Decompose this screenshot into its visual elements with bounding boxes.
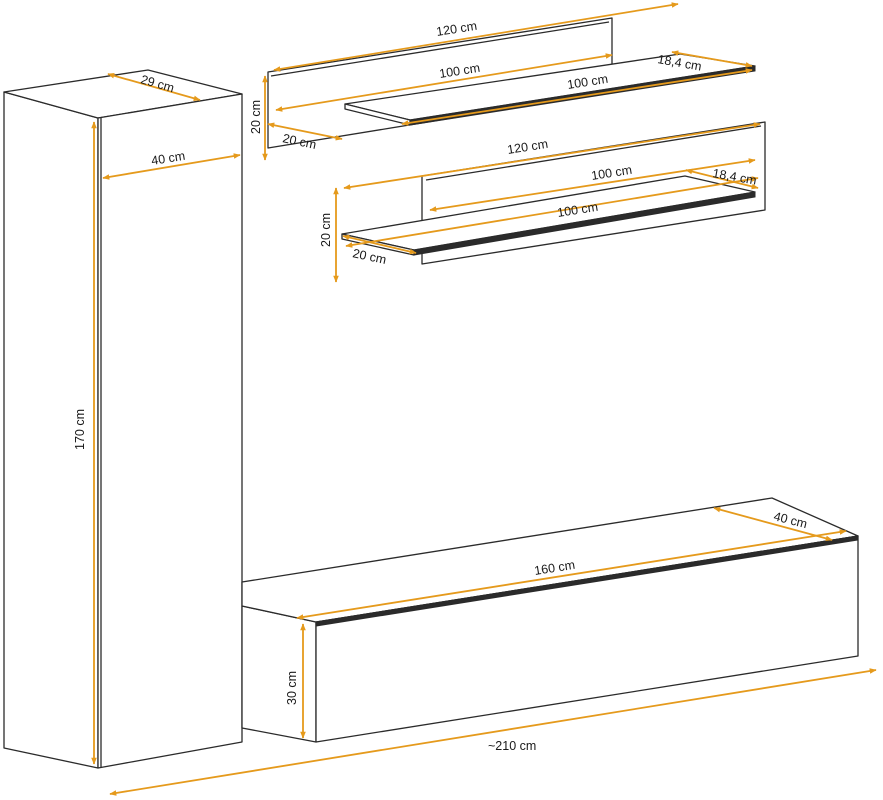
cabinet-front-panel xyxy=(97,93,243,769)
label-lowboard-height: 30 cm xyxy=(285,671,299,705)
lowboard xyxy=(241,497,859,743)
label-shelf2-depth: 20 cm xyxy=(351,246,387,267)
label-lowboard-width: 160 cm xyxy=(533,558,576,578)
dimension-lines xyxy=(91,2,877,796)
lowboard-side-panel xyxy=(241,605,317,743)
dim-line-shelf2-front-width xyxy=(345,176,759,248)
label-shelf1-front-width: 100 cm xyxy=(438,61,481,81)
label-shelf2-back-width: 120 cm xyxy=(506,137,549,157)
wall-shelf-lower xyxy=(341,121,766,265)
label-shelf1-back-width: 120 cm xyxy=(435,19,478,39)
dim-line-cabinet-width xyxy=(102,153,241,180)
label-shelf1-depth: 20 cm xyxy=(281,131,317,152)
label-shelf2-height: 20 cm xyxy=(319,213,333,247)
dimension-labels: 29 cm 40 cm 170 cm 120 cm 100 cm 100 cm … xyxy=(73,19,809,753)
label-shelf2-front-width: 100 cm xyxy=(556,200,599,220)
label-shelf2-top-width: 100 cm xyxy=(590,163,633,183)
dim-line-shelf1-board-width xyxy=(401,68,753,126)
dim-line-cabinet-depth xyxy=(107,73,201,101)
wall-shelf-upper xyxy=(267,17,756,149)
dim-line-total-width xyxy=(109,668,877,796)
dim-line-shelf2-depth xyxy=(342,234,417,255)
label-shelf1-board-width: 100 cm xyxy=(566,72,609,92)
label-cabinet-width: 40 cm xyxy=(150,149,186,168)
dim-line-lowboard-depth xyxy=(713,506,833,542)
tall-cabinet xyxy=(3,69,243,769)
label-shelf1-height: 20 cm xyxy=(249,100,263,134)
label-total-width: ~210 cm xyxy=(488,739,536,753)
dim-line-shelf1-depth xyxy=(267,122,343,141)
dim-line-shelf1-board-depth xyxy=(671,50,753,68)
label-cabinet-height: 170 cm xyxy=(73,409,87,450)
dim-line-lowboard-width xyxy=(296,529,847,620)
